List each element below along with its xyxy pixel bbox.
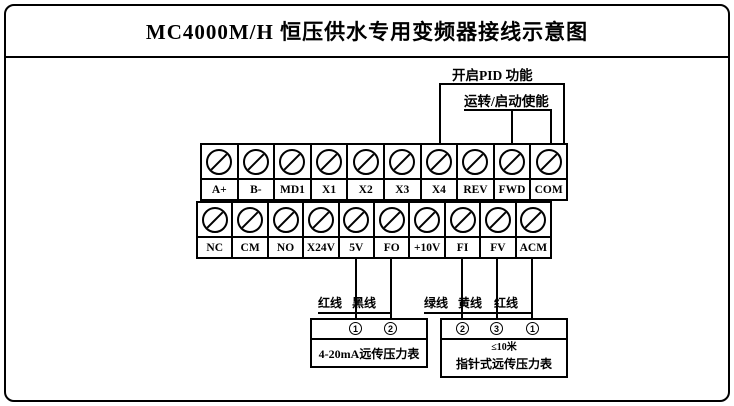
gauge-terminal-circled-number: 1 — [526, 322, 539, 335]
screw-terminal-icon — [414, 206, 441, 233]
terminal-label: FV — [479, 238, 514, 257]
gauge-pointer-label: 指针式远传压力表 — [455, 356, 552, 371]
terminal-block-top: A+ B- MD1 X1 X2 X3 X4 REV FWD COM — [200, 143, 568, 201]
screw-terminal-icon — [484, 206, 511, 233]
terminal-label: X1 — [309, 180, 347, 199]
terminal-label: FI — [443, 238, 479, 257]
screw-terminal-icon — [272, 206, 299, 233]
gauge-pointer-box: 2 3 1 ≤10米 指针式远传压力表 — [440, 318, 568, 378]
terminal-label: CM — [231, 238, 266, 257]
diagram-title: MC4000M/H 恒压供水专用变频器接线示意图 — [145, 20, 589, 44]
wire-label-green: 绿线 — [424, 294, 462, 314]
terminal-label: X24V — [302, 238, 337, 257]
gauge-420ma-label: 4-20mA远传压力表 — [318, 346, 420, 361]
terminal-label: FWD — [492, 180, 530, 199]
wire-label-yellow: 黄线 — [458, 294, 497, 314]
pid-function-label: 开启PID 功能 — [452, 68, 533, 83]
diagram-border — [4, 4, 730, 402]
screw-terminal-icon — [307, 206, 334, 233]
screw-terminal-icon — [389, 148, 416, 175]
terminal-label: A+ — [211, 183, 227, 196]
distance-note: ≤10米 — [491, 342, 517, 353]
terminal-label: MD1 — [273, 180, 310, 199]
screw-terminal-icon — [425, 148, 452, 175]
terminal-label: X4 — [419, 180, 457, 199]
screw-terminal-icon — [343, 206, 370, 233]
title-divider — [6, 56, 728, 58]
screw-terminal-icon — [378, 206, 405, 233]
terminal-block-bottom-screws — [198, 203, 550, 238]
screw-terminal-icon — [237, 206, 264, 233]
run-enable-to-fwd — [511, 109, 513, 143]
terminal-block-top-screws — [202, 145, 566, 180]
run-enable-horizontal — [464, 109, 552, 111]
terminal-block-bottom: NC CM NO X24V 5V FO +10V FI FV ACM — [196, 201, 552, 259]
screw-terminal-icon — [352, 148, 379, 175]
pid-connector-horizontal — [439, 83, 565, 85]
screw-terminal-icon — [462, 148, 489, 175]
terminal-label: X2 — [346, 180, 383, 199]
pid-connector-to-x4 — [439, 83, 441, 143]
terminal-label: FO — [373, 238, 408, 257]
terminal-label: NO — [266, 238, 302, 257]
screw-terminal-icon — [279, 148, 306, 175]
wire-fi-green — [461, 259, 463, 318]
gauge-terminal-circled-number: 3 — [490, 322, 503, 335]
gauge-terminal-circled-number: 1 — [349, 322, 362, 335]
run-enable-to-com — [550, 109, 552, 143]
wire-label-black: 黑线 — [352, 294, 391, 314]
wire-acm-red — [531, 259, 533, 318]
screw-terminal-icon — [535, 148, 562, 175]
terminal-label: ACM — [514, 238, 550, 257]
wire-label-red-2: 红线 — [494, 294, 532, 314]
run-enable-label: 运转/启动使能 — [464, 94, 549, 109]
gauge-420ma-terminals: 1 2 — [312, 320, 426, 340]
screw-terminal-icon — [242, 148, 269, 175]
terminal-label: +10V — [408, 238, 443, 257]
screw-terminal-icon — [316, 148, 343, 175]
screw-terminal-icon — [206, 148, 233, 175]
terminal-block-bottom-labels: NC CM NO X24V 5V FO +10V FI FV ACM — [198, 238, 550, 257]
terminal-label: NC — [206, 241, 224, 254]
gauge-pointer-terminals: 2 3 1 — [442, 320, 566, 340]
screw-terminal-icon — [201, 206, 228, 233]
gauge-terminal-circled-number: 2 — [384, 322, 397, 335]
terminal-label: X3 — [382, 180, 420, 199]
gauge-420ma-box: 1 2 4-20mA远传压力表 — [310, 318, 428, 368]
terminal-label: 5V — [337, 238, 373, 257]
terminal-label: REV — [456, 180, 493, 199]
wire-label-red-1: 红线 — [318, 294, 356, 314]
terminal-label: COM — [529, 180, 566, 199]
terminal-block-top-labels: A+ B- MD1 X1 X2 X3 X4 REV FWD COM — [202, 180, 566, 199]
screw-terminal-icon — [499, 148, 526, 175]
screw-terminal-icon — [520, 206, 547, 233]
pid-connector-to-com — [563, 83, 565, 143]
terminal-label: B- — [236, 180, 274, 199]
wire-fo-black — [390, 259, 392, 318]
wire-5v-red — [355, 259, 357, 318]
gauge-terminal-circled-number: 2 — [456, 322, 469, 335]
screw-terminal-icon — [449, 206, 476, 233]
wire-fv-yellow — [496, 259, 498, 318]
